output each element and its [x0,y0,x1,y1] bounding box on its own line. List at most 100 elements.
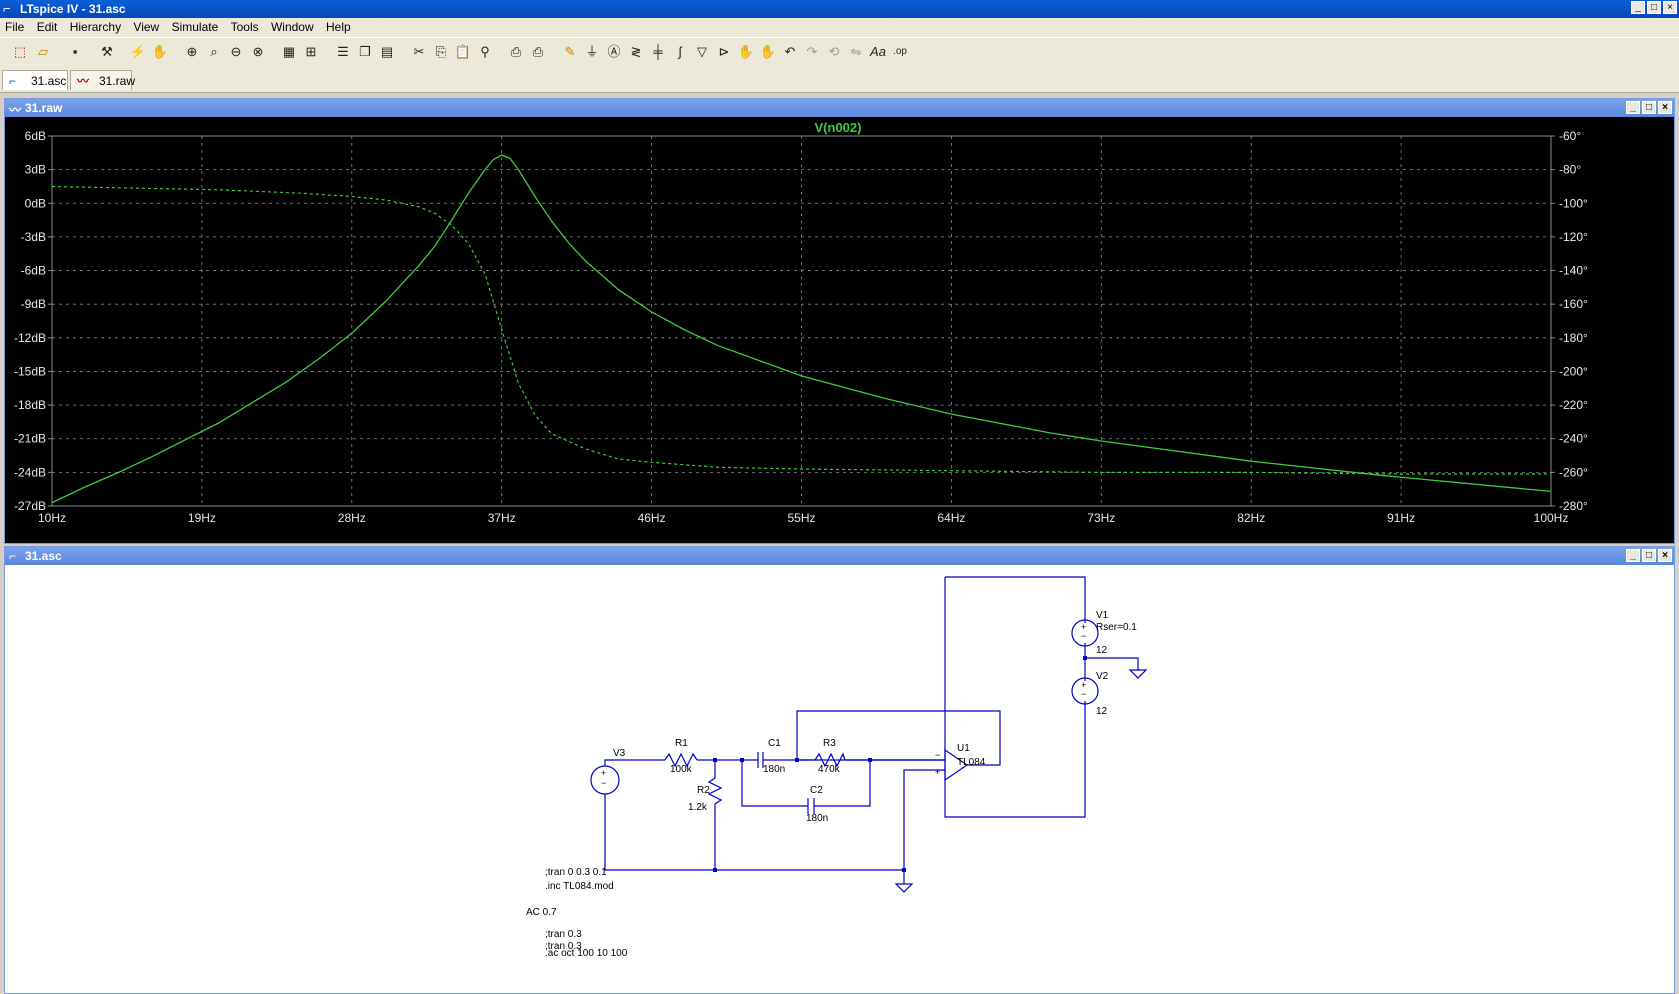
waveform-close-button[interactable]: × [1658,101,1672,114]
schematic-canvas[interactable]: −+ −+ +− −+ V1 Rser=0.1 12 V2 12 V3 R1 1… [5,566,1672,992]
r2-resistor[interactable] [707,760,723,870]
open-icon[interactable]: ▱ [38,44,48,59]
r1-value[interactable]: 100k [670,764,693,775]
tile-horizontal-icon[interactable]: ☰ [337,44,349,59]
c2-label[interactable]: C2 [810,785,823,796]
waveform-minimize-button[interactable]: _ [1626,101,1640,114]
v2-label[interactable]: V2 [1096,671,1109,682]
menu-bar: File Edit Hierarchy View Simulate Tools … [0,18,1679,37]
save-icon[interactable]: ▪ [72,44,78,59]
schematic-close-button[interactable]: × [1658,549,1672,562]
control-panel-icon[interactable]: ⚒ [101,44,113,59]
schematic-window-title: 31.asc [25,549,62,563]
text-icon[interactable]: Aa [870,44,886,59]
c1-capacitor[interactable] [749,752,771,768]
zoom-in-icon[interactable]: ⊕ [186,44,198,59]
autorange-icon[interactable]: ▦ [282,44,296,59]
minimize-button[interactable]: _ [1631,1,1645,14]
maximize-button[interactable]: □ [1647,1,1661,14]
v2-source-symbol[interactable] [1071,677,1099,705]
print-icon[interactable]: ⎙ [532,44,544,59]
schematic-maximize-button[interactable]: □ [1642,549,1656,562]
paste-icon[interactable]: 📋 [454,44,472,59]
v1-value[interactable]: 12 [1096,645,1108,656]
trace-name-label[interactable]: V(n002) [815,120,862,135]
tile-vertical-icon[interactable]: ▤ [380,44,394,59]
directive-tran-3[interactable]: ;tran 0.3 [545,941,582,952]
waveform-maximize-button[interactable]: □ [1642,101,1656,114]
rotate-icon[interactable]: ⟲ [828,44,840,59]
tab-31-raw[interactable]: 〰 31.raw [70,70,135,90]
v2-value[interactable]: 12 [1096,706,1108,717]
ac-source-label[interactable]: AC 0.7 [526,907,557,918]
menu-hierarchy[interactable]: Hierarchy [69,20,122,34]
svg-text:−: − [601,778,606,788]
mirror-icon[interactable]: ⇋ [850,44,862,59]
plot-background [5,118,1672,542]
copy-icon[interactable]: ⎘ [435,44,447,59]
c2-capacitor[interactable] [807,798,815,814]
draw-wire-icon[interactable]: ✎ [564,44,576,59]
capacitor-icon[interactable]: ╪ [653,44,663,59]
u1-opamp-symbol[interactable] [944,748,969,782]
run-icon[interactable]: ⚡ [129,44,147,59]
menu-help[interactable]: Help [325,20,351,34]
close-button[interactable]: × [1663,1,1677,14]
tab-31-asc[interactable]: ⌐ 31.asc [2,70,68,90]
r3-resistor[interactable] [814,752,846,768]
label-net-icon[interactable]: Ⓐ [607,44,621,59]
print-preview-icon[interactable]: ⎙ [510,44,522,59]
r3-value[interactable]: 470k [818,764,841,775]
c1-value[interactable]: 180n [763,764,785,775]
redo-icon[interactable]: ↷ [806,44,818,59]
spice-directive-icon[interactable]: .op [893,46,907,57]
v1-source-symbol[interactable] [1071,619,1099,647]
schematic-icon: ⌐ [9,74,17,88]
c2-value[interactable]: 180n [806,813,828,824]
r1-resistor[interactable] [664,752,698,768]
undo-icon[interactable]: ↶ [784,44,796,59]
component-icon[interactable]: ⊳ [718,44,730,59]
find-icon[interactable]: ⚲ [480,44,490,59]
menu-edit[interactable]: Edit [36,20,58,34]
directive-inc[interactable]: .inc TL084.mod [545,881,614,892]
r2-value[interactable]: 1.2k [688,802,708,813]
menu-file[interactable]: File [5,20,25,34]
v1-rser-label[interactable]: Rser=0.1 [1096,622,1137,633]
u1-part[interactable]: TL084 [957,757,986,768]
menu-view[interactable]: View [133,20,160,34]
menu-tools[interactable]: Tools [230,20,259,34]
menu-simulate[interactable]: Simulate [171,20,219,34]
supply-wires [944,576,1086,818]
directive-tran-2[interactable]: ;tran 0.3 [545,929,582,940]
cut-icon[interactable]: ✂ [413,44,425,59]
ground-icon[interactable]: ⏚ [585,44,599,59]
c1-label[interactable]: C1 [768,738,781,749]
ground-symbol-main [894,883,914,893]
cascade-icon[interactable]: ❐ [359,44,371,59]
zoom-fit-icon[interactable]: ⊗ [252,44,264,59]
halt-icon[interactable]: ✋ [151,44,169,59]
u1-label[interactable]: U1 [957,743,970,754]
move-icon[interactable]: ✋ [737,44,755,59]
v1-label[interactable]: V1 [1096,610,1109,621]
r3-label[interactable]: R3 [823,738,836,749]
resistor-icon[interactable]: ≷ [630,44,642,59]
inductor-icon[interactable]: ∫ [678,44,682,59]
r1-label[interactable]: R1 [675,738,688,749]
drag-icon[interactable]: ✋ [759,44,777,59]
gnd-wire-v [1085,657,1139,670]
grid-icon[interactable]: ⊞ [305,44,317,59]
y-left-tick-label: 0dB [25,196,46,210]
directive-ac[interactable]: .ac oct 100 10 100 [545,948,628,959]
diode-icon[interactable]: ▽ [697,44,707,59]
new-schematic-icon[interactable]: ⬚ [13,44,27,59]
menu-window[interactable]: Window [270,20,314,34]
r2-label[interactable]: R2 [697,785,710,796]
pan-icon[interactable]: ⌕ [210,44,218,59]
directive-tran-1[interactable]: ;tran 0 0.3 0.1 [545,867,607,878]
schematic-minimize-button[interactable]: _ [1626,549,1640,562]
zoom-out-icon[interactable]: ⊖ [230,44,242,59]
v3-label[interactable]: V3 [613,748,626,759]
